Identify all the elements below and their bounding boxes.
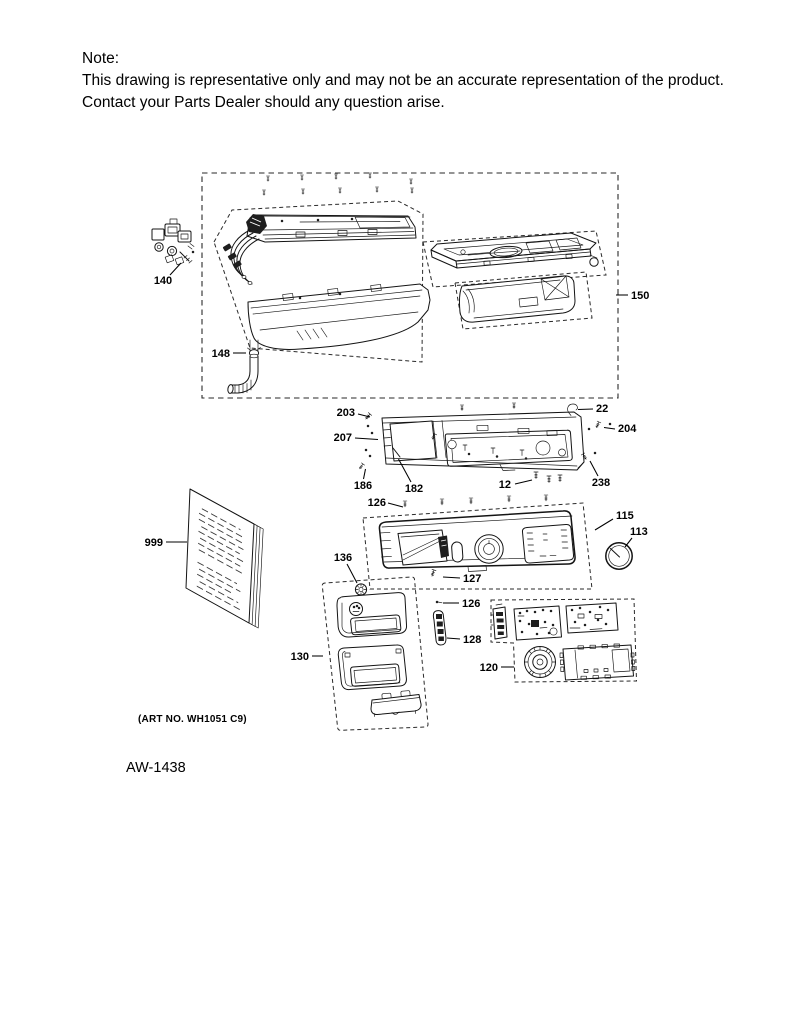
siphon-tray [458, 275, 576, 323]
pcb-left [513, 605, 562, 641]
screw-127 [429, 569, 437, 578]
bracket-hardware [357, 402, 612, 483]
callout-120-label: 120 [480, 662, 498, 674]
callouts: 140 150 148 203 22 204 [145, 262, 649, 674]
upper-dispenser-front [336, 592, 408, 638]
drawer-boundary [422, 230, 607, 288]
control-knob [605, 542, 633, 570]
control-panel [378, 510, 576, 572]
mini-manual [185, 488, 264, 629]
callout-130: 130 [291, 651, 323, 663]
callout-204-label: 204 [618, 423, 637, 435]
note-title: Note: [82, 50, 120, 67]
doc-code: AW-1438 [126, 760, 186, 776]
clip-22 [567, 403, 578, 416]
group-150-boundary [201, 172, 619, 399]
callout-140-label: 140 [154, 275, 172, 287]
callout-120: 120 [480, 662, 514, 674]
callout-128: 128 [446, 634, 481, 646]
control-panel-boundary [362, 502, 593, 590]
dispenser-drawer [430, 232, 599, 269]
dispenser-cover-assembly [222, 214, 417, 285]
callout-113: 113 [624, 526, 648, 548]
callout-127: 127 [442, 573, 481, 585]
callout-113-label: 113 [630, 526, 648, 538]
group-120-boundary [490, 598, 638, 683]
callout-238: 238 [589, 460, 610, 489]
callout-999-label: 999 [145, 537, 163, 549]
callout-115-label: 115 [616, 510, 634, 522]
note-line-2: Contact your Parts Dealer should any que… [82, 94, 445, 111]
rotary-encoder [524, 646, 556, 678]
lower-dispenser-front [337, 644, 407, 691]
thumbscrew-136 [354, 583, 368, 596]
screw-row-126 [402, 494, 549, 508]
callout-148: 148 [212, 348, 246, 360]
callout-140: 140 [154, 262, 182, 287]
part-128 [432, 610, 447, 646]
art-number: (ART NO. WH1051 C9) [138, 714, 247, 725]
pin-182 [392, 447, 401, 458]
callout-207-label: 207 [334, 432, 352, 444]
callout-186-label: 186 [354, 480, 372, 492]
group-130-boundary [321, 576, 429, 731]
note-line-1: This drawing is representative only and … [82, 72, 724, 89]
callout-182: 182 [398, 458, 423, 495]
callout-182-label: 182 [405, 483, 423, 495]
power-board [559, 643, 636, 681]
inlet-hoses [222, 229, 260, 285]
callout-126-row-label: 126 [368, 497, 386, 509]
callout-12-label: 12 [499, 479, 511, 491]
callout-126-single-label: 126 [462, 598, 480, 610]
callout-126-row: 126 [368, 497, 404, 509]
callout-136: 136 [334, 552, 358, 584]
callout-148-label: 148 [212, 348, 230, 360]
callout-127-label: 127 [463, 573, 481, 585]
callout-150: 150 [616, 290, 649, 302]
note-block: Note: This drawing is representative onl… [82, 48, 752, 114]
callout-238-label: 238 [592, 477, 610, 489]
callout-136-label: 136 [334, 552, 352, 564]
callout-12: 12 [499, 479, 533, 491]
callout-207: 207 [334, 432, 379, 444]
callout-130-label: 130 [291, 651, 309, 663]
dispenser-housing-boundary [213, 200, 424, 363]
bottom-tray [370, 690, 422, 717]
callout-186: 186 [354, 468, 372, 492]
callout-115: 115 [594, 510, 634, 531]
callout-150-label: 150 [631, 290, 649, 302]
callout-203: 203 [337, 407, 371, 419]
panel-support-bracket [381, 411, 585, 538]
callout-128-label: 128 [463, 634, 481, 646]
connector-part [490, 603, 508, 640]
dispenser-body-assembly [247, 283, 431, 353]
callout-999: 999 [145, 537, 187, 549]
callout-22-label: 22 [596, 403, 608, 415]
callout-203-label: 203 [337, 407, 355, 419]
top-screw-row [262, 172, 414, 196]
callout-204: 204 [603, 423, 637, 435]
screw-126-small [435, 600, 443, 604]
water-valve-assembly [151, 218, 195, 266]
pcb-right [565, 602, 619, 634]
callout-22: 22 [577, 403, 608, 415]
drain-hose [227, 353, 259, 394]
callout-126-single: 126 [443, 598, 480, 610]
